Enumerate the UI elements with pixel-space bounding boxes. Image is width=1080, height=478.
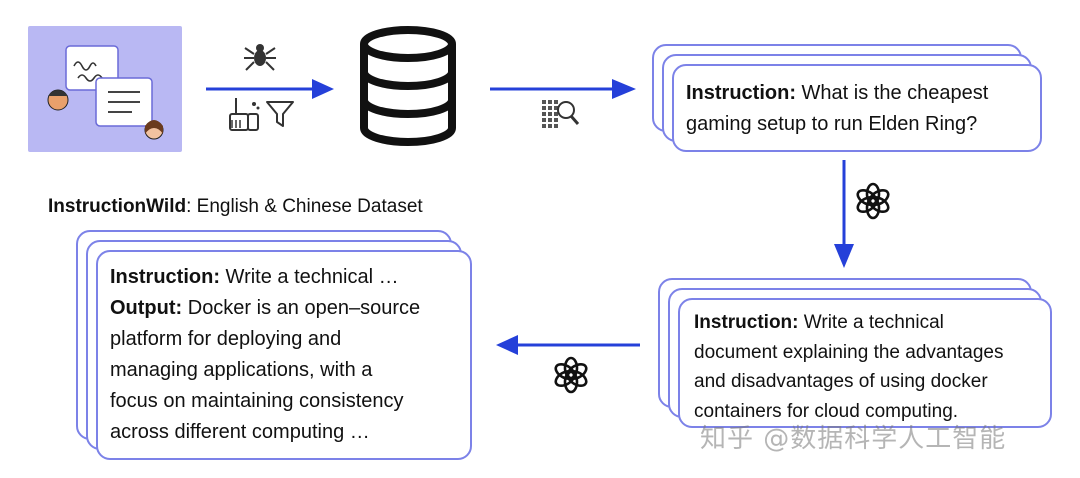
output-text: focus on maintaining consistency <box>110 390 404 412</box>
output-text: across different computing … <box>110 421 370 443</box>
instruction-text: Write a technical … <box>220 266 399 288</box>
instruction-label: Instruction: <box>694 312 799 333</box>
arrow-down <box>834 160 854 268</box>
cleaning-icon <box>229 98 260 131</box>
top-card-text: Instruction: What is the cheapest gaming… <box>686 78 988 140</box>
output-text: Docker is an open–source <box>182 297 421 319</box>
left-output-stack: Instruction: Write a technical … Output:… <box>76 230 472 460</box>
right-instruction-card: Instruction: Write a technical document … <box>678 298 1052 428</box>
filter-icon <box>266 101 294 127</box>
chat-illustration <box>28 26 182 152</box>
right-card-text: Instruction: Write a technical document … <box>694 308 1004 426</box>
top-instruction-stack: Instruction: What is the cheapest gaming… <box>652 44 1042 152</box>
left-card-text: Instruction: Write a technical … Output:… <box>110 262 420 448</box>
instruction-text: containers for cloud computing. <box>694 400 959 422</box>
watermark: 知乎 @数据科学人工智能 <box>700 424 1007 454</box>
instruction-text: gaming setup to run Elden Ring? <box>686 113 978 135</box>
openai-logo-icon <box>554 356 588 394</box>
left-output-card: Instruction: Write a technical … Output:… <box>96 250 472 460</box>
output-text: platform for deploying and <box>110 328 342 350</box>
output-label: Output: <box>110 297 183 319</box>
dataset-description: : English & Chinese Dataset <box>186 196 423 217</box>
top-instruction-card: Instruction: What is the cheapest gaming… <box>672 64 1042 152</box>
dataset-name: InstructionWild <box>48 196 187 217</box>
arrow-right-1 <box>206 79 334 99</box>
dataset-caption: InstructionWild: English & Chinese Datas… <box>48 196 423 218</box>
arrow-left <box>496 335 640 355</box>
database-icon <box>360 26 456 146</box>
output-text: managing applications, with a <box>110 359 373 381</box>
chat-bubbles-icon <box>47 45 164 140</box>
spider-icon <box>244 44 276 71</box>
instruction-text: Write a technical <box>798 312 944 333</box>
instruction-label: Instruction: <box>110 266 220 288</box>
openai-logo-icon <box>856 182 890 220</box>
instruction-text: document explaining the advantages <box>694 341 1004 363</box>
instruction-text: What is the cheapest <box>796 82 989 104</box>
right-instruction-stack: Instruction: Write a technical document … <box>658 278 1052 428</box>
text-extract-icon <box>542 100 580 128</box>
arrow-right-2 <box>490 79 636 99</box>
instruction-label: Instruction: <box>686 82 796 104</box>
instruction-text: and disadvantages of using docker <box>694 371 988 392</box>
